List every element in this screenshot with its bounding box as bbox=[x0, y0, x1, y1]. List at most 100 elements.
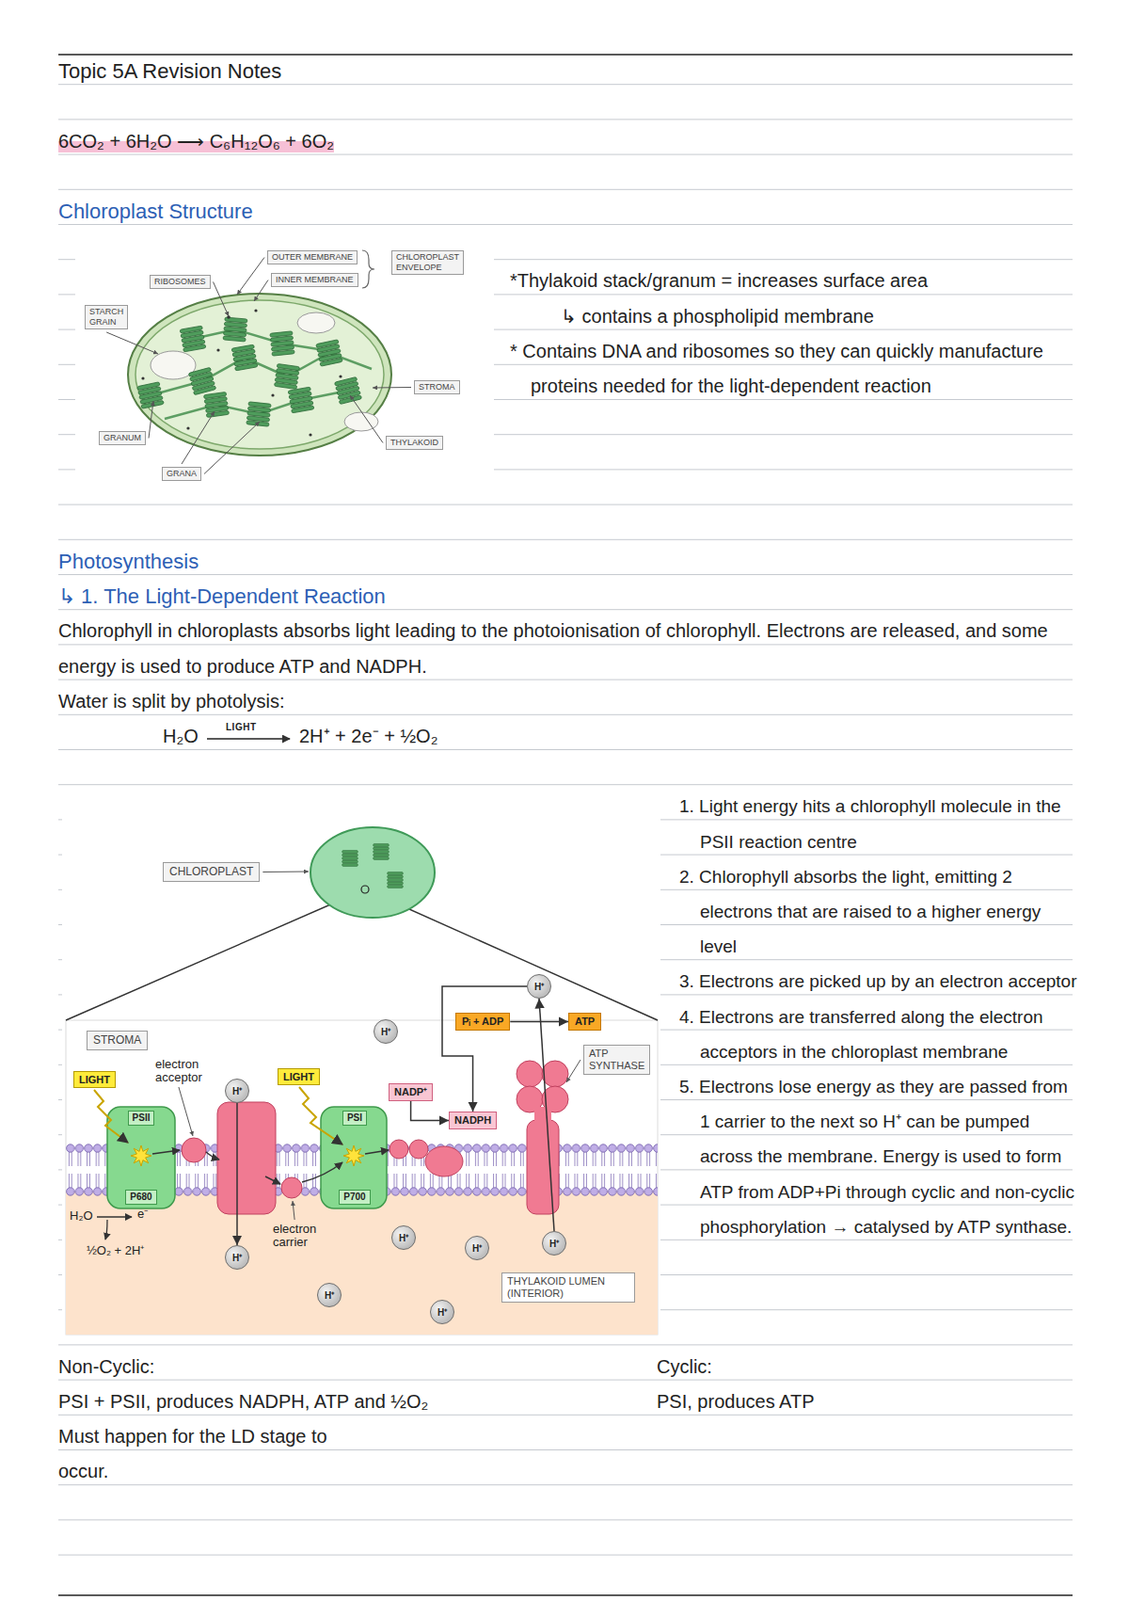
molecule-label: H₂O bbox=[69, 1208, 94, 1223]
hydrogen-ion: H⁺ bbox=[429, 1299, 455, 1324]
photosystem-label: PSII bbox=[127, 1110, 156, 1126]
leader-line bbox=[213, 282, 229, 318]
granum-stack bbox=[222, 317, 248, 342]
ion-label: H⁺ bbox=[381, 1024, 391, 1038]
part-label-box: ATP SYNTHASE bbox=[583, 1044, 651, 1075]
region-label-box: THYLAKOID LUMEN (INTERIOR) bbox=[501, 1272, 636, 1303]
atp-synthase-stalk bbox=[526, 1119, 559, 1214]
molecule-label: NADPH bbox=[454, 1113, 492, 1128]
note-text: ↳ contains a phospholipid membrane bbox=[560, 299, 875, 334]
part-label-box: STROMA bbox=[413, 380, 461, 395]
hydrogen-ion: H⁺ bbox=[224, 1244, 250, 1270]
ribosome bbox=[141, 376, 144, 380]
part-label: INNER MEMBRANE bbox=[275, 274, 354, 286]
part-label-box: GRANA bbox=[161, 466, 202, 481]
zoom-point bbox=[361, 885, 369, 893]
photolysis-arrow bbox=[96, 1215, 132, 1217]
part-label: GRANUM bbox=[103, 432, 142, 444]
atp-synthase-head bbox=[541, 1060, 569, 1087]
granum-stack bbox=[287, 386, 315, 414]
equation: 6CO₂ + 6H₂O ⟶ C₆H₁₂O₆ + 6O₂ bbox=[58, 124, 334, 160]
photolysis-arrow bbox=[105, 1219, 108, 1240]
note-text: Chlorophyll in chloroplasts absorbs ligh… bbox=[58, 613, 1075, 684]
hydrogen-ion: H⁺ bbox=[373, 1018, 398, 1044]
figure-panel bbox=[65, 1019, 658, 1335]
electron-path bbox=[152, 1149, 180, 1154]
molecule-label: ½O₂ + 2H⁺ bbox=[86, 1243, 144, 1257]
granum-stack bbox=[316, 339, 343, 366]
step-text: 3. Electrons are picked up by an electro… bbox=[679, 963, 1081, 999]
hydrogen-ion: H⁺ bbox=[317, 1282, 342, 1307]
granum-stack bbox=[203, 391, 229, 417]
part-label: THYLAKOID bbox=[390, 437, 439, 448]
granum-stack bbox=[342, 850, 359, 867]
light-box: LIGHT bbox=[73, 1070, 116, 1088]
molecule-box: ATP bbox=[568, 1012, 602, 1031]
zoom-line bbox=[65, 889, 366, 1020]
ribosome bbox=[216, 348, 220, 351]
granum-stack bbox=[179, 325, 207, 352]
light-ray bbox=[299, 1086, 343, 1145]
step-text: 4. Electrons are transferred along the e… bbox=[679, 999, 1081, 1069]
note-text: Non-Cyclic: bbox=[58, 1349, 155, 1384]
electron-carrier-protein bbox=[281, 1176, 303, 1198]
note-text: PSI, produces ATP bbox=[656, 1383, 815, 1419]
granum-stack bbox=[333, 376, 362, 404]
molecule-label: Pᵢ + ADP bbox=[461, 1014, 504, 1029]
ion-label: H⁺ bbox=[398, 1230, 409, 1244]
note-text: Water is split by photolysis: bbox=[58, 683, 285, 719]
part-label-box: RIBOSOMES bbox=[149, 274, 211, 289]
photosystem-label: PSI bbox=[342, 1110, 367, 1126]
cytochrome-complex bbox=[217, 1101, 276, 1214]
flow-arrow bbox=[236, 1102, 239, 1245]
ferredoxin bbox=[389, 1139, 409, 1159]
hydrogen-ion: H⁺ bbox=[391, 1224, 416, 1250]
photosystem-shape bbox=[320, 1106, 387, 1209]
part-label-box: INNER MEMBRANE bbox=[270, 272, 359, 287]
leader-line bbox=[292, 1200, 295, 1220]
ribosome bbox=[308, 432, 312, 436]
part-label: STROMA bbox=[418, 381, 456, 393]
lamella bbox=[192, 329, 325, 350]
molecule-label: NADP⁺ bbox=[394, 1084, 428, 1099]
light-label: LIGHT bbox=[79, 1072, 111, 1086]
ribosome bbox=[186, 426, 190, 430]
part-label-box: STARCH GRAIN bbox=[84, 304, 128, 330]
leader-line bbox=[178, 1086, 193, 1136]
part-label: CHLOROPLAST bbox=[169, 864, 254, 879]
ion-label: H⁺ bbox=[534, 979, 544, 993]
page-bottom-line bbox=[58, 1593, 1073, 1596]
photosystem-label: P680 bbox=[125, 1189, 157, 1205]
flow-arrow bbox=[509, 1020, 569, 1023]
part-label: GRANA bbox=[166, 468, 197, 479]
ferredoxin bbox=[409, 1139, 429, 1159]
part-label: OUTER MEMBRANE bbox=[271, 252, 353, 263]
chloroplast-illustration bbox=[127, 250, 392, 456]
part-label-box: GRANUM bbox=[98, 430, 146, 446]
figure-ground bbox=[62, 788, 661, 1342]
leader-line bbox=[181, 411, 215, 464]
part-label-box: THYLAKOID bbox=[385, 435, 444, 450]
molecule-box: Pᵢ + ADP bbox=[455, 1012, 510, 1031]
leader-line bbox=[148, 400, 154, 439]
photosystem-shape bbox=[107, 1106, 175, 1209]
electron-path bbox=[206, 1151, 220, 1160]
photosystem-label: P700 bbox=[338, 1189, 370, 1205]
leader-lines bbox=[106, 257, 581, 1221]
section-heading: Photosynthesis bbox=[58, 543, 199, 579]
ion-label: H⁺ bbox=[437, 1304, 447, 1319]
section-heading: ↳ 1. The Light-Dependent Reaction bbox=[58, 578, 386, 614]
figure-ground bbox=[75, 235, 494, 499]
note-text: Cyclic: bbox=[656, 1349, 713, 1384]
hydrogen-ion: H⁺ bbox=[464, 1235, 490, 1260]
hydrogen-ion: H⁺ bbox=[526, 973, 552, 999]
reaction-arrow bbox=[206, 737, 290, 740]
light-box: LIGHT bbox=[277, 1067, 320, 1085]
note-text: *Thylakoid stack/granum = increases surf… bbox=[509, 263, 928, 299]
part-label: RIBOSOMES bbox=[154, 276, 207, 287]
region-label-box: STROMA bbox=[86, 1030, 148, 1050]
granum-stack bbox=[270, 331, 295, 356]
leader-line bbox=[106, 332, 159, 354]
photosystem: PSI P700 bbox=[320, 1106, 389, 1209]
